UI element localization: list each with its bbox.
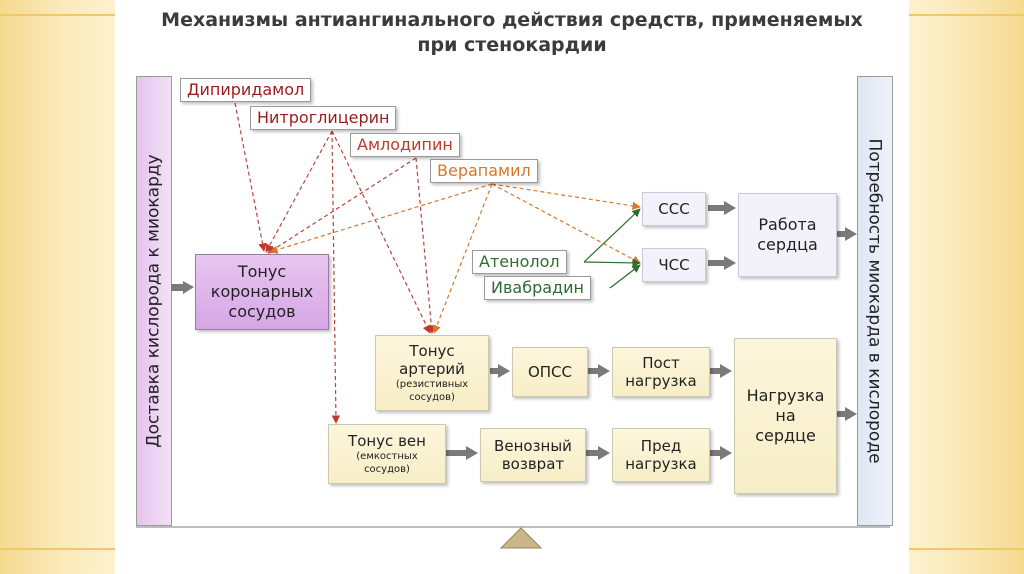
arrow-sss-to-heart-work — [708, 201, 736, 215]
opss-box: ОПСС — [512, 347, 588, 397]
arterial-tone-note-1: (резистивных — [395, 379, 469, 390]
oxygen-demand-bar: Потребность миокарда в кислороде — [857, 76, 893, 526]
arterial-tone-box: Тонус артерий (резистивных сосудов) — [375, 335, 489, 411]
preload-box: Пред нагрузка — [612, 428, 710, 482]
venous-tone-note-2: сосудов) — [364, 464, 410, 475]
preload-line-1: Пред — [640, 437, 682, 455]
link-verapamil-coronary — [269, 183, 493, 254]
afterload-box: Пост нагрузка — [612, 347, 710, 397]
venous-tone-line-1: Тонус вен — [348, 432, 426, 450]
frame-line-bottom-left — [0, 548, 115, 550]
frame-line-top-left — [0, 14, 115, 16]
venous-tone-box: Тонус вен (емкостных сосудов) — [328, 424, 446, 484]
chss-label: ЧСС — [658, 256, 690, 274]
drug-amlodipine: Амлодипин — [350, 133, 460, 157]
preload-line-2: нагрузка — [625, 455, 697, 473]
heart-work-box: Работа сердца — [738, 193, 837, 277]
heart-load-line-1: Нагрузка — [746, 386, 825, 405]
link-verapamil-arteries — [432, 183, 493, 334]
coronary-tone-box: Тонус коронарных сосудов — [195, 254, 329, 330]
arterial-tone-note-2: сосудов) — [409, 392, 455, 403]
coronary-tone-line-2: коронарных — [210, 282, 314, 301]
arrow-heart-load-to-demand — [837, 407, 857, 421]
venous-tone-note-1: (емкостных — [356, 451, 418, 462]
arrow-arteries-to-opss — [490, 364, 510, 378]
arrow-opss-to-afterload — [588, 364, 610, 378]
arrow-chss-to-heart-work — [708, 256, 736, 270]
drug-dipyridamole: Дипиридамол — [180, 78, 312, 102]
link-nitroglycerin-arteries — [331, 130, 431, 334]
drug-nitroglycerin: Нитроглицерин — [250, 106, 397, 130]
title-line-1: Механизмы антиангинального действия сред… — [161, 9, 863, 31]
opss-label: ОПСС — [527, 363, 573, 381]
afterload-line-2: нагрузка — [625, 372, 697, 390]
venous-return-line-1: Венозный — [494, 437, 572, 455]
heart-work-line-1: Работа — [758, 215, 817, 234]
heart-work-line-2: сердца — [757, 235, 818, 254]
diagram-panel — [136, 76, 890, 528]
slide-title: Механизмы антиангинального действия сред… — [118, 8, 906, 58]
arterial-tone-line-2: артерий — [399, 360, 465, 378]
link-atenolol-chss — [583, 258, 641, 268]
drug-verapamil: Верапамил — [430, 159, 538, 183]
venous-return-line-2: возврат — [501, 455, 565, 473]
arrow-heart-work-to-demand — [837, 227, 857, 241]
heart-load-line-2: на — [775, 406, 796, 425]
arterial-tone-line-1: Тонус — [409, 342, 455, 360]
balance-fulcrum-icon — [500, 527, 542, 549]
heart-load-box: Нагрузка на сердце — [734, 338, 837, 494]
frame-line-bottom-right — [909, 548, 1024, 550]
heart-load-line-3: сердце — [755, 426, 816, 445]
venous-return-box: Венозный возврат — [480, 428, 586, 482]
link-amlodipine-arteries — [415, 157, 436, 334]
afterload-line-1: Пост — [642, 354, 680, 372]
coronary-tone-line-3: сосудов — [228, 302, 296, 321]
link-atenolol-sss — [583, 208, 641, 263]
chss-box: ЧСС — [642, 248, 706, 282]
drug-ivabradine: Ивабрадин — [484, 276, 591, 300]
link-nitroglycerin-coronary — [265, 130, 333, 253]
arrow-preload-to-heart-load — [710, 446, 732, 460]
arrow-coronary-to-delivery — [171, 281, 194, 294]
sss-box: ССС — [642, 192, 706, 226]
title-line-2: при стенокардии — [417, 34, 607, 56]
drug-atenolol: Атенолол — [472, 250, 567, 274]
frame-line-top-right — [909, 14, 1024, 16]
link-amlodipine-coronary — [267, 157, 417, 254]
oxygen-delivery-bar: Доставка кислорода к миокарду — [136, 76, 172, 526]
arrow-afterload-to-heart-load — [710, 364, 732, 378]
sss-label: ССС — [658, 200, 690, 218]
link-ivabradine-chss — [609, 264, 641, 289]
arrow-veins-to-venous-return — [446, 446, 478, 460]
arrow-venous-return-to-preload — [586, 446, 610, 460]
coronary-tone-line-1: Тонус — [237, 262, 287, 281]
link-verapamil-sss — [491, 183, 641, 210]
link-nitroglycerin-veins — [331, 130, 341, 424]
